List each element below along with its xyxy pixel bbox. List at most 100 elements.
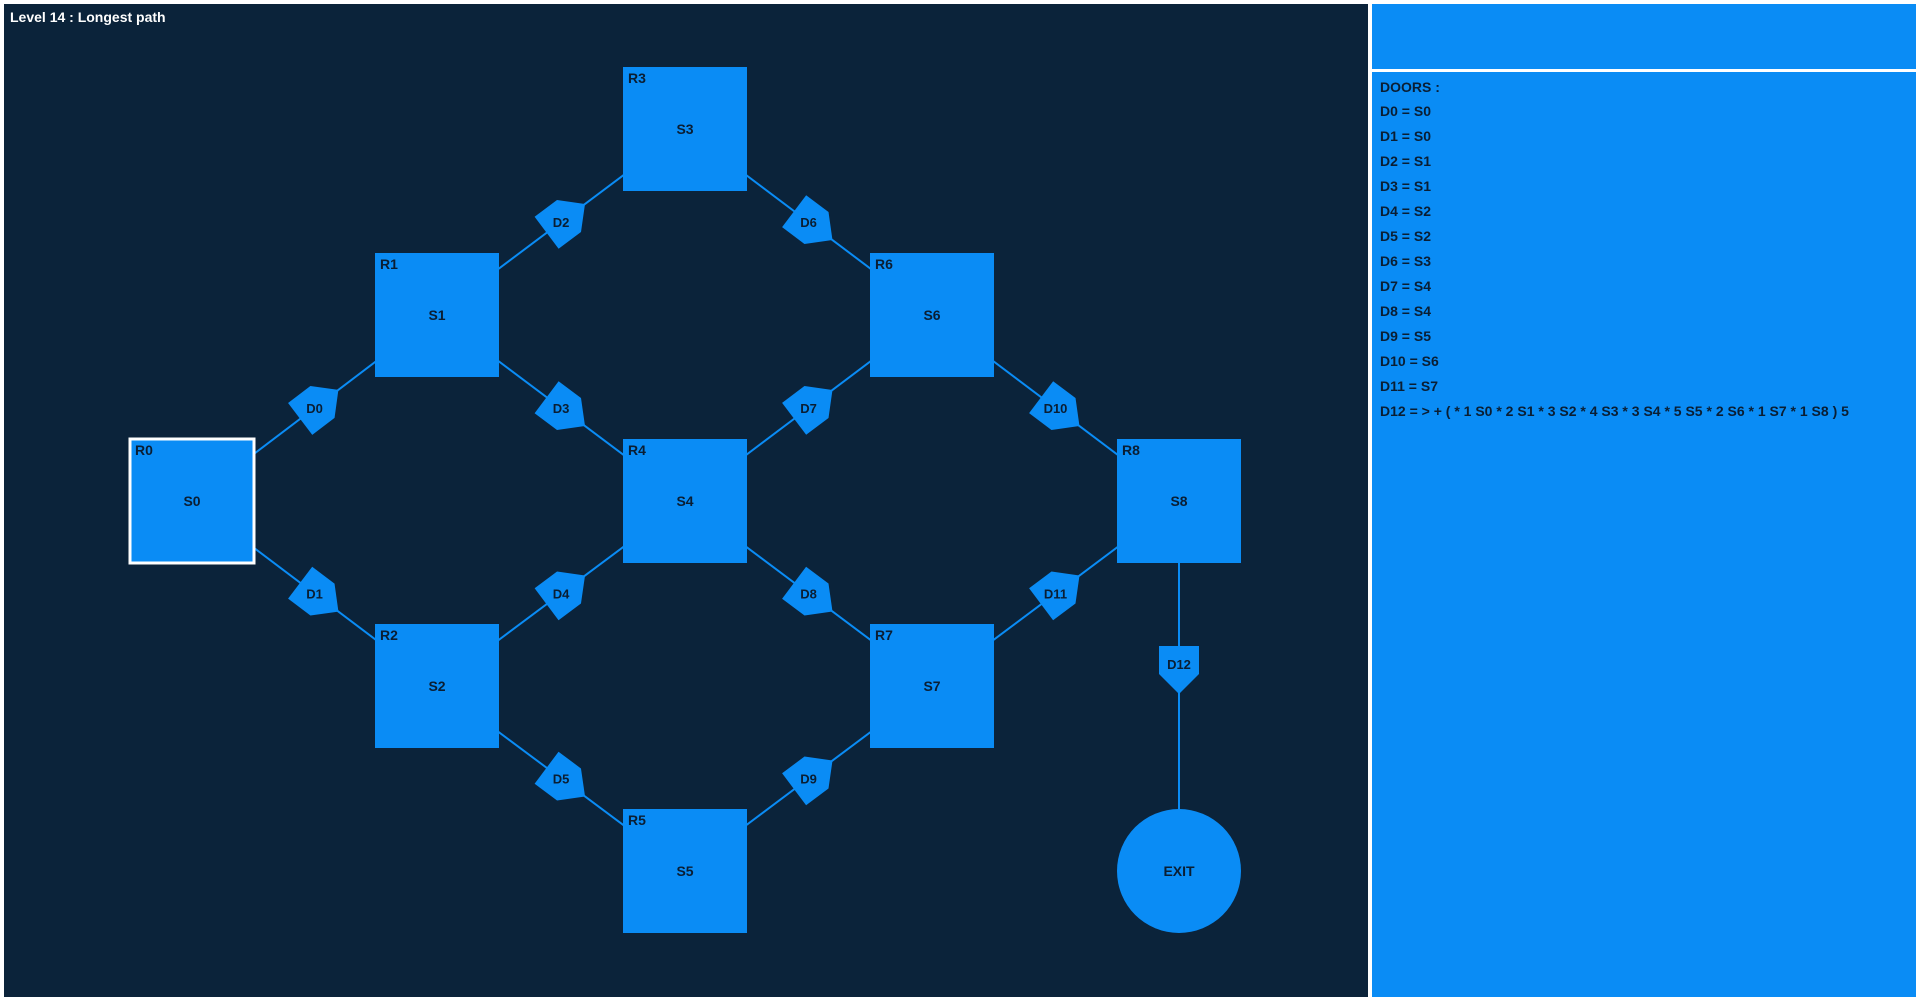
- door-d8[interactable]: D8: [782, 566, 844, 628]
- door-marker: [534, 381, 586, 431]
- exit-node[interactable]: EXIT: [1117, 809, 1241, 933]
- room-graph: R0S0R1S1R2S2R3S3R4S4R5S5R6S6R7S7R8S8EXIT…: [128, 67, 1241, 933]
- door-marker: [534, 751, 586, 801]
- door-marker: [1029, 381, 1080, 430]
- door-d10[interactable]: D10: [1029, 381, 1091, 442]
- door-d12[interactable]: D12: [1159, 646, 1199, 694]
- door-d4[interactable]: D4: [534, 560, 597, 621]
- room-box: [870, 624, 994, 748]
- door-marker: [534, 199, 586, 249]
- door-d5[interactable]: D5: [534, 751, 597, 813]
- door-condition-item: D2 = S1: [1380, 153, 1431, 169]
- room-switch-label: S5: [676, 863, 693, 879]
- door-condition-item: D10 = S6: [1380, 353, 1439, 369]
- door-label: D9: [800, 772, 817, 787]
- door-label: D5: [553, 772, 570, 787]
- door-marker: [534, 571, 586, 621]
- room-switch-label: S1: [428, 307, 445, 323]
- door-label: D12: [1167, 657, 1191, 672]
- room-id-label: R3: [628, 70, 646, 86]
- door-condition-item: D11 = S7: [1380, 378, 1438, 394]
- room-switch-label: S7: [923, 678, 940, 694]
- door-condition-item: D9 = S5: [1380, 328, 1431, 344]
- level-title: Level 14 : Longest path: [10, 9, 166, 25]
- door-condition-item: D5 = S2: [1380, 228, 1431, 244]
- door-condition-item: D7 = S4: [1380, 278, 1431, 294]
- doors-list: D0 = S0 D1 = S0 D2 = S1 D3 = S1 D4 = S2 D5 = …: [1380, 103, 1849, 428]
- room-id-label: R0: [135, 442, 153, 458]
- room-switch-label: S3: [676, 121, 693, 137]
- door-label: D4: [553, 587, 570, 602]
- room-switch-label: S2: [428, 678, 445, 694]
- exit-circle: [1117, 809, 1241, 933]
- door-label: D0: [306, 401, 323, 416]
- room-switch-label: S4: [676, 493, 693, 509]
- door-label: D2: [553, 215, 570, 230]
- door-label: D7: [800, 401, 817, 416]
- room-box: [1117, 439, 1241, 563]
- room-switch-label: S0: [183, 493, 200, 509]
- door-condition-item: D12 = > + ( * 1 S0 * 2 S1 * 3 S2 * 4 S3 …: [1380, 403, 1849, 419]
- door-marker: [1029, 571, 1080, 621]
- door-marker: [782, 386, 833, 435]
- door-marker: [288, 386, 339, 435]
- room-id-label: R6: [875, 256, 893, 272]
- room-id-label: R2: [380, 627, 398, 643]
- room-box: [375, 253, 499, 377]
- room-box: [128, 437, 256, 565]
- door-label: D6: [800, 215, 817, 230]
- room-id-label: R5: [628, 812, 646, 828]
- door-label: D8: [800, 587, 817, 602]
- door-condition-item: D8 = S4: [1380, 303, 1431, 319]
- room-box: [870, 253, 994, 377]
- door-marker: [1159, 646, 1199, 694]
- door-condition-item: D0 = S0: [1380, 103, 1431, 119]
- door-marker: [782, 195, 833, 244]
- door-d3[interactable]: D3: [534, 381, 597, 442]
- door-d11[interactable]: D11: [1029, 560, 1091, 621]
- door-d2[interactable]: D2: [534, 188, 597, 249]
- room-box: [375, 624, 499, 748]
- room-box: [623, 809, 747, 933]
- info-header-panel: [1372, 4, 1916, 69]
- door-d6[interactable]: D6: [782, 195, 844, 256]
- exit-label: EXIT: [1163, 863, 1195, 879]
- door-condition-item: D6 = S3: [1380, 253, 1431, 269]
- door-condition-item: D3 = S1: [1380, 178, 1431, 194]
- room-box: [623, 439, 747, 563]
- door-d1[interactable]: D1: [288, 566, 350, 628]
- door-marker: [288, 566, 339, 616]
- door-label: D10: [1044, 401, 1068, 416]
- door-label: D3: [553, 401, 570, 416]
- room-switch-label: S8: [1170, 493, 1187, 509]
- door-label: D11: [1044, 587, 1067, 602]
- room-switch-label: S6: [923, 307, 940, 323]
- door-marker: [782, 756, 833, 806]
- door-condition-item: D1 = S0: [1380, 128, 1431, 144]
- door-condition-item: D4 = S2: [1380, 203, 1431, 219]
- room-box: [623, 67, 747, 191]
- door-d7[interactable]: D7: [782, 374, 844, 435]
- door-d9[interactable]: D9: [782, 745, 844, 806]
- door-label: D1: [306, 587, 323, 602]
- room-id-label: R4: [628, 442, 646, 458]
- doors-heading: DOORS :: [1380, 79, 1440, 95]
- room-id-label: R1: [380, 256, 398, 272]
- door-marker: [782, 566, 833, 616]
- room-id-label: R7: [875, 627, 893, 643]
- room-id-label: R8: [1122, 442, 1140, 458]
- door-d0[interactable]: D0: [288, 374, 350, 435]
